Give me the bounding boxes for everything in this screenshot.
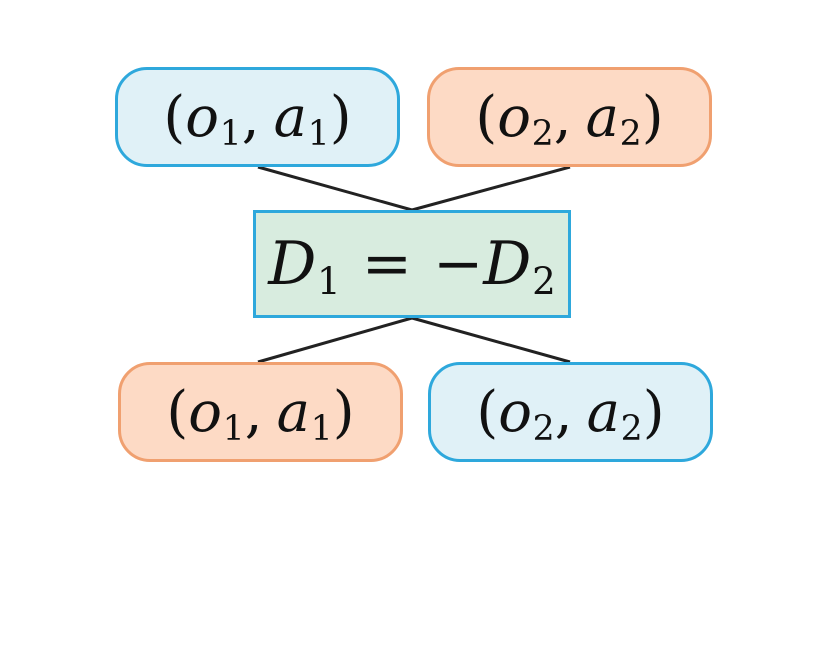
- minus-sign: −: [433, 229, 484, 299]
- close-paren: ): [332, 379, 355, 445]
- connector-bottom-right: [411, 316, 571, 364]
- close-paren: ): [642, 379, 665, 445]
- observation-subscript: 1: [222, 409, 245, 450]
- center-equation-box: D1=−D2: [253, 210, 571, 318]
- observation-symbol: o: [188, 379, 222, 445]
- equals-sign: =: [361, 229, 412, 299]
- action-subscript: 1: [310, 409, 333, 450]
- node-bottom-left-o1-a1: (o1,a1): [118, 362, 403, 462]
- close-paren: ): [641, 84, 664, 150]
- lhs-symbol: D: [268, 229, 317, 299]
- action-symbol: a: [586, 379, 620, 445]
- node-expression: (o2,a2): [476, 379, 665, 450]
- node-top-left-o1-a1: (o1,a1): [115, 67, 400, 167]
- comma: ,: [553, 84, 572, 150]
- action-subscript: 1: [307, 114, 330, 155]
- observation-symbol: o: [185, 84, 219, 150]
- lhs-subscript: 1: [317, 259, 341, 304]
- open-paren: (: [163, 84, 186, 150]
- observation-subscript: 1: [219, 114, 242, 155]
- open-paren: (: [476, 379, 499, 445]
- action-subscript: 2: [619, 114, 642, 155]
- comma: ,: [241, 84, 260, 150]
- connector-top-left: [257, 165, 413, 212]
- node-expression: (o1,a1): [166, 379, 355, 450]
- node-expression: (o2,a2): [475, 84, 664, 155]
- action-symbol: a: [585, 84, 619, 150]
- node-expression: (o1,a1): [163, 84, 352, 155]
- connector-top-right: [411, 165, 571, 212]
- observation-symbol: o: [497, 84, 531, 150]
- connector-bottom-left: [257, 316, 413, 364]
- close-paren: ): [329, 84, 352, 150]
- rhs-subscript: 2: [532, 259, 556, 304]
- observation-symbol: o: [498, 379, 532, 445]
- node-bottom-right-o2-a2: (o2,a2): [428, 362, 713, 462]
- action-symbol: a: [273, 84, 307, 150]
- open-paren: (: [475, 84, 498, 150]
- center-equation: D1=−D2: [268, 229, 556, 303]
- comma: ,: [244, 379, 263, 445]
- action-subscript: 2: [620, 409, 643, 450]
- node-top-right-o2-a2: (o2,a2): [427, 67, 712, 167]
- open-paren: (: [166, 379, 189, 445]
- observation-subscript: 2: [531, 114, 554, 155]
- rhs-symbol: D: [483, 229, 532, 299]
- observation-subscript: 2: [532, 409, 555, 450]
- action-symbol: a: [276, 379, 310, 445]
- comma: ,: [554, 379, 573, 445]
